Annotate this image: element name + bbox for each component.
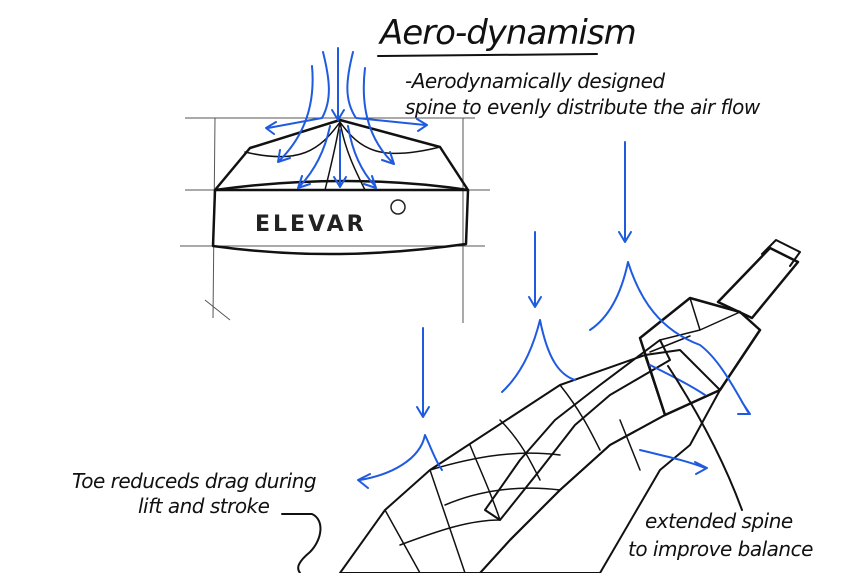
airflow-arrow <box>618 141 632 243</box>
note-toe-line1: Toe reduceds drag during <box>72 469 316 493</box>
bat-blade-edge <box>479 349 721 573</box>
note-toe-line2: lift and stroke <box>138 494 270 518</box>
bat-handle <box>716 246 800 320</box>
note-extended-line1: extended spine <box>645 509 793 533</box>
airflow-arrow <box>639 449 708 475</box>
airflow-curve <box>589 261 751 415</box>
bat-blade-face <box>339 354 666 573</box>
angled-bat <box>339 239 801 573</box>
logo-text: ELEVAR <box>255 212 367 237</box>
airflow-arrow <box>297 125 331 189</box>
airflow-arrow <box>265 51 330 135</box>
top-view-bat: ELEVAR <box>180 117 490 323</box>
bat-spine <box>484 339 671 521</box>
bat-facet-lines <box>384 297 741 573</box>
airflow-curve <box>649 364 706 396</box>
bat-handle-grip <box>761 239 801 267</box>
airflow-arrow <box>346 51 428 132</box>
airflow-top-view <box>265 47 428 189</box>
airflow-arrow <box>347 125 377 189</box>
spine-leader-line <box>667 365 743 511</box>
airflow-arrow <box>277 65 314 163</box>
airflow-arrow <box>333 129 347 188</box>
logo-mark <box>390 199 406 215</box>
diagram-title: Aero-dynamism <box>378 13 636 53</box>
note-spine-line2: spine to evenly distribute the air flow <box>405 95 761 119</box>
airflow-curve <box>501 319 576 393</box>
airflow-arrow <box>416 327 430 418</box>
airflow-angled-bat <box>357 141 751 489</box>
airflow-arrow <box>362 67 395 165</box>
bat-shoulder <box>638 296 762 417</box>
top-view-spine <box>213 118 470 192</box>
note-spine-line1: -Aerodynamically designed <box>405 69 665 93</box>
title-underline <box>377 53 598 57</box>
airflow-arrow <box>528 231 542 308</box>
top-view-spine-ridge <box>244 121 441 191</box>
airflow-curve <box>357 434 443 489</box>
airflow-arrow <box>331 47 345 121</box>
note-extended-line2: to improve balance <box>628 537 813 561</box>
toe-leader-line <box>281 513 322 573</box>
